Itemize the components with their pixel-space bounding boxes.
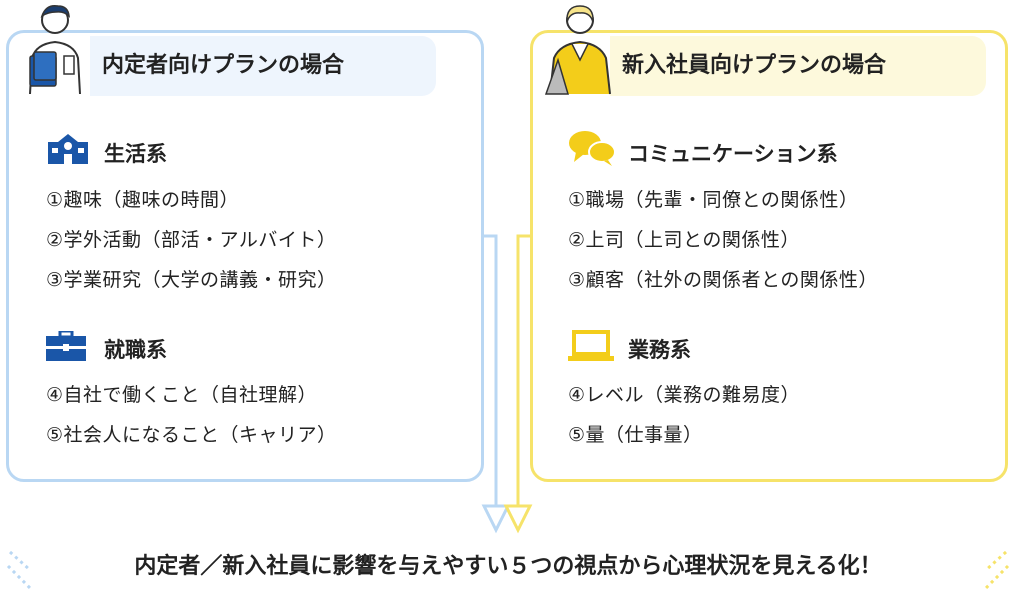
list-item: ①趣味（趣味の時間） xyxy=(46,189,240,211)
sparkle-lines-left-icon xyxy=(6,550,34,592)
list-item: ②上司（上司との関係性） xyxy=(568,229,800,251)
section-title-communication: コミュニケーション系 xyxy=(628,142,838,166)
list-item: ⑤量（仕事量） xyxy=(568,424,703,446)
list-item: ①職場（先輩・同僚との関係性） xyxy=(568,189,859,211)
chat-bubbles-icon xyxy=(569,131,616,166)
student-person-icon xyxy=(29,4,81,95)
list-item: ④自社で働くこと（自社理解） xyxy=(46,384,318,406)
new-employee-panel xyxy=(530,30,1008,482)
school-building-icon xyxy=(48,134,88,164)
businessperson-icon xyxy=(544,5,611,95)
footer-message: 内定者／新入社員に影響を与えやすい５つの視点から心理状況を見える化！ xyxy=(134,554,882,579)
list-item: ④レベル（業務の難易度） xyxy=(568,384,801,406)
list-item: ⑤社会人になること（キャリア） xyxy=(46,424,337,446)
left-panel-title: 内定者向けプランの場合 xyxy=(90,36,436,96)
list-item: ③顧客（社外の関係者との関係性） xyxy=(568,269,878,291)
right-panel-title: 新入社員向けプランの場合 xyxy=(610,36,986,96)
blue-arrowhead xyxy=(481,504,511,534)
section-title-life: 生活系 xyxy=(104,142,167,166)
laptop-icon xyxy=(568,330,614,361)
yellow-arrowhead xyxy=(503,504,533,534)
section-title-work: 業務系 xyxy=(628,338,691,362)
yellow-arrow xyxy=(516,234,530,506)
new-hire-candidate-panel xyxy=(6,30,484,482)
list-item: ②学外活動（部活・アルバイト） xyxy=(46,229,337,251)
section-title-job: 就職系 xyxy=(104,338,167,362)
briefcase-icon xyxy=(46,331,86,361)
blue-arrow xyxy=(484,234,498,506)
sparkle-lines-right-icon xyxy=(982,550,1010,592)
list-item: ③学業研究（大学の講義・研究） xyxy=(46,269,337,291)
